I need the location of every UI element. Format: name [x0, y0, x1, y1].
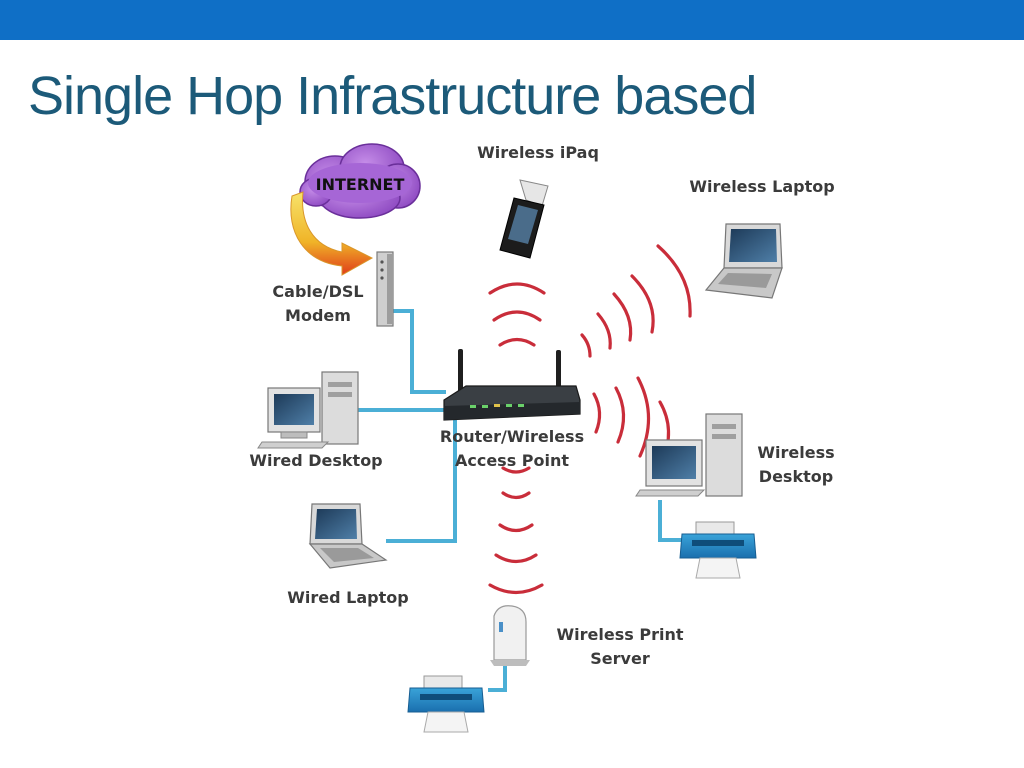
router-label-line1: Router/Wireless — [440, 427, 584, 446]
signal-wave — [580, 333, 592, 358]
internet-cloud: INTERNET — [299, 143, 421, 219]
printer-icon — [407, 675, 485, 733]
wired-desktop-label: Wired Desktop — [249, 451, 382, 470]
pda-icon — [499, 179, 549, 259]
wireless-ipaq-label: Wireless iPaq — [477, 143, 599, 162]
wired-laptop-label: Wired Laptop — [287, 588, 408, 607]
wired-laptop-cable — [386, 412, 457, 543]
wireless-desktop-label-line1: Wireless — [757, 443, 834, 462]
signal-wave — [612, 292, 633, 342]
printer-icon — [679, 521, 757, 579]
signal-wave — [488, 583, 544, 595]
laptop-icon — [308, 503, 388, 569]
desktop-icon — [257, 371, 359, 449]
modem-icon — [376, 251, 394, 327]
wireless-desktop-label-line2: Desktop — [759, 467, 833, 486]
signal-wave — [501, 491, 531, 500]
print-server-icon — [490, 605, 530, 666]
print-server-label-line1: Wireless Print — [557, 625, 684, 644]
laptop-icon — [704, 223, 783, 299]
cable-dsl-label-line1: Cable/DSL — [272, 282, 363, 301]
slide-title: Single Hop Infrastructure based — [28, 66, 757, 126]
signal-wave — [636, 376, 651, 458]
desktop-icon — [635, 413, 743, 497]
signal-wave — [498, 523, 534, 533]
wireless-laptop-label: Wireless Laptop — [689, 177, 834, 196]
signal-wave — [492, 310, 542, 322]
signal-wave — [630, 274, 655, 334]
signal-wave — [501, 466, 531, 474]
signal-wave — [614, 386, 626, 444]
wireless-desktop-printer-cable — [658, 500, 685, 542]
signal-wave — [494, 553, 538, 564]
signal-wave — [488, 282, 546, 295]
modem-cable — [392, 309, 446, 394]
top-band — [0, 0, 1024, 40]
print-server-label-line2: Server — [590, 649, 650, 668]
internet-label: INTERNET — [316, 175, 405, 194]
print-server-printer-cable — [488, 655, 507, 692]
signal-wave — [498, 337, 536, 347]
signal-wave — [596, 312, 612, 350]
cable-dsl-label-line2: Modem — [285, 306, 351, 325]
router-label-line2: Access Point — [455, 451, 569, 470]
wired-connections — [357, 309, 685, 692]
cloud-icon — [299, 143, 421, 219]
signal-wave — [656, 244, 692, 318]
router-icon — [443, 349, 581, 421]
signal-wave — [592, 392, 602, 434]
internet-arrow — [290, 191, 374, 276]
wireless-signals — [488, 244, 692, 595]
